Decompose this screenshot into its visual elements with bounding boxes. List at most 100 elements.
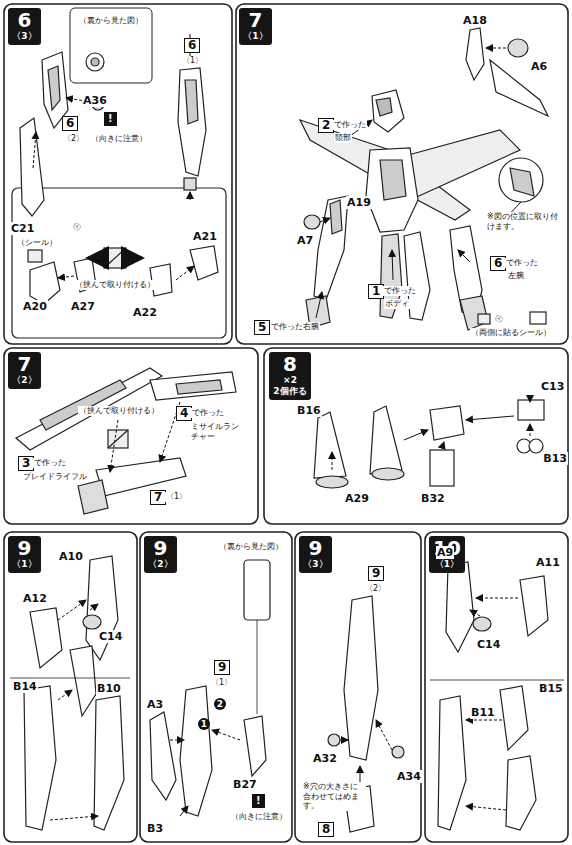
- step-number: 9: [12, 538, 37, 559]
- illustration-stroke: [10, 556, 130, 830]
- part-number: B10: [96, 682, 122, 695]
- illustration-stroke: [264, 348, 568, 524]
- note-text: 〈1〉: [165, 492, 188, 502]
- part-number: C14: [98, 630, 123, 643]
- illustration-stroke: [446, 562, 474, 652]
- illustration-stroke: [314, 412, 346, 478]
- step-subtext: 〈3〉: [12, 31, 37, 42]
- part-number: A27: [70, 300, 96, 313]
- step-number: 9: [303, 538, 328, 559]
- reference-step: 8: [318, 822, 334, 837]
- part-number: B3: [146, 822, 164, 835]
- illustration-stroke: [300, 28, 548, 330]
- note-text: 左腕: [507, 271, 525, 281]
- part-number: B13: [542, 452, 568, 465]
- part-number: A22: [132, 306, 158, 319]
- illustration-stroke: [376, 98, 392, 116]
- illustration-stroke: [430, 680, 564, 681]
- part-number: A12: [22, 592, 48, 605]
- warning-icon: !: [252, 794, 265, 808]
- note-text: （両側に貼るシール）: [470, 328, 552, 338]
- reference-step: 6: [490, 256, 506, 271]
- part-number: A34: [396, 770, 422, 783]
- illustration-stroke: [176, 266, 194, 280]
- part-number: A18: [462, 14, 488, 27]
- illustration-stroke: [460, 296, 488, 330]
- illustration-stroke: [58, 600, 86, 620]
- illustration-stroke: [340, 720, 392, 784]
- illustration-stroke: [295, 532, 421, 842]
- note-text: （挟んで取り付ける）: [78, 406, 160, 416]
- step-number-box: 7〈2〉: [8, 352, 41, 389]
- note-text: 〈2〉: [364, 584, 387, 594]
- note-text: 〈1〉: [181, 56, 204, 66]
- illustration-stroke: [190, 246, 218, 280]
- illustration-stroke: [20, 52, 218, 304]
- illustration-stroke: [466, 806, 506, 810]
- illustration-stroke: [150, 712, 176, 800]
- illustration-stroke: [30, 262, 60, 304]
- illustration-stroke: [372, 468, 404, 480]
- illustration-stroke: [442, 442, 444, 448]
- reference-step: 6: [62, 116, 78, 131]
- step-number: 8: [273, 354, 307, 375]
- illustration-stroke: [466, 28, 484, 80]
- note-text: で作った: [191, 408, 225, 418]
- illustration-stroke: [4, 4, 568, 842]
- illustration-stroke: [518, 400, 544, 420]
- illustration-stroke: [128, 257, 142, 260]
- note-text: で作った: [383, 286, 417, 296]
- illustration-stroke: [332, 452, 333, 470]
- illustration-stroke: [180, 806, 188, 816]
- illustration-stroke: [58, 690, 72, 700]
- note-text: 頭部: [334, 133, 352, 143]
- illustration-stroke: [314, 400, 544, 488]
- note-text: 〈2〉: [62, 134, 85, 144]
- illustration-stroke: [236, 4, 568, 344]
- part-number: B16: [296, 404, 322, 417]
- part-number: B11: [470, 706, 496, 719]
- illustration-stroke: [506, 756, 536, 830]
- reference-step: 9: [214, 660, 230, 675]
- note-text: ミサイルランチャー: [190, 422, 242, 441]
- illustration-stroke: [104, 248, 126, 268]
- step-number-box: 9〈3〉: [299, 536, 332, 573]
- illustration-stroke: [244, 716, 266, 776]
- illustration-stroke: [58, 276, 74, 278]
- illustration-stroke: [110, 420, 118, 472]
- step-number-box: 9〈1〉: [8, 536, 41, 573]
- part-number: A19: [346, 196, 372, 209]
- illustration-stroke: [510, 168, 534, 196]
- note-text: （挟んで取り付ける）: [74, 280, 156, 290]
- illustration-stroke: [458, 250, 470, 262]
- illustration-stroke: [478, 314, 490, 324]
- note-text: ※図の位置に取り付けます。: [486, 212, 560, 231]
- step-subtext: ×2: [273, 375, 307, 386]
- step-subtext: 〈2〉: [12, 375, 37, 386]
- illustration-stroke: [332, 396, 530, 470]
- part-number: C13: [540, 380, 565, 393]
- illustration-stroke: [244, 560, 270, 620]
- reference-step: 6: [184, 38, 200, 53]
- note-text: （向きに注意）: [230, 812, 288, 822]
- illustration-stroke: [24, 686, 56, 830]
- warning-icon: !: [104, 112, 117, 126]
- part-number: B14: [12, 680, 38, 693]
- illustration-stroke: [530, 424, 531, 436]
- note-text: （裏から見た図）: [78, 16, 144, 26]
- illustration-stroke: [257, 620, 258, 714]
- illustration-stroke: [530, 312, 546, 324]
- note-text: （向きに注意）: [90, 134, 148, 144]
- note-text: で作った: [505, 258, 539, 268]
- illustration-stroke: [486, 48, 506, 49]
- illustration-stroke: [12, 188, 226, 338]
- part-number: B27: [232, 778, 258, 791]
- illustration-stroke: [529, 439, 543, 453]
- part-number: A29: [344, 492, 370, 505]
- note-text: （シール）: [16, 238, 58, 248]
- note-text: で作った: [333, 120, 367, 130]
- illustration-stroke: [425, 532, 568, 842]
- illustration-stroke: [508, 39, 528, 57]
- part-number: B15: [538, 682, 564, 695]
